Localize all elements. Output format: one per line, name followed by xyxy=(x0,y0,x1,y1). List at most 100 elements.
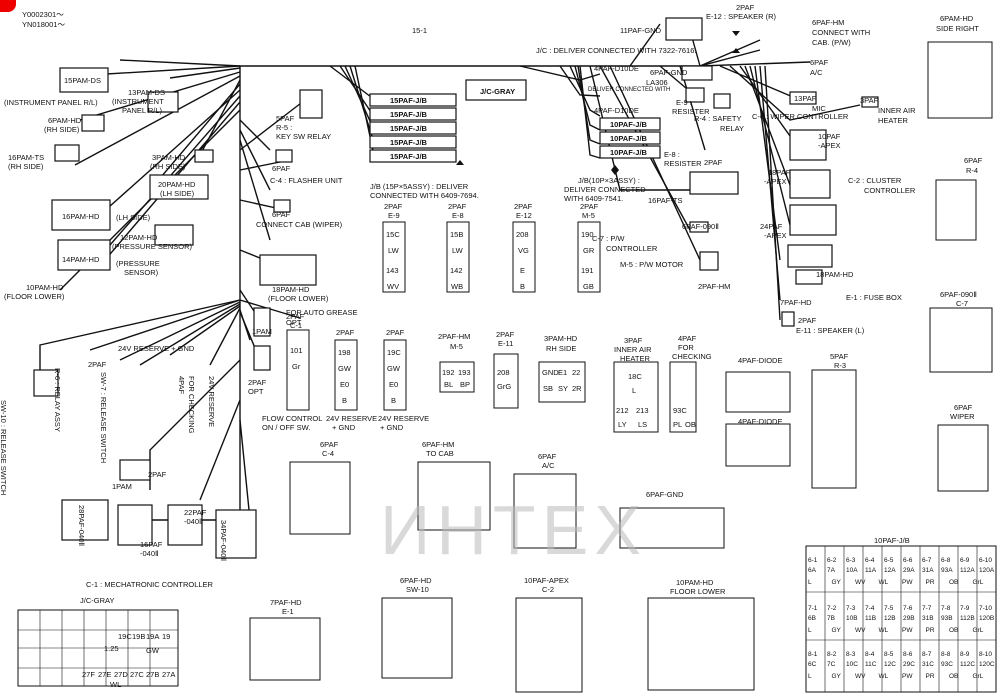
rh-pin-b: E1 xyxy=(558,368,568,377)
label-2paf-hm-m5: 2PAF-HM xyxy=(438,332,471,341)
label-5paf: 5PAF xyxy=(276,114,295,123)
label-e12-speaker: E-12 : SPEAKER (R) xyxy=(706,12,777,21)
jb10-pin-cell: 7-7 xyxy=(922,605,932,612)
label-5paf-r3: 5PAF xyxy=(830,352,849,361)
label-e9-res: E-9 : xyxy=(676,98,692,107)
label-heater-2: HEATER xyxy=(620,354,650,363)
jb10-pin-cell: 7-1 xyxy=(808,605,818,612)
label-reserve-gnd-2: 24V RESERVE xyxy=(378,414,430,423)
label-on-off: ON / OFF SW. xyxy=(262,423,311,432)
label-m5-paf: 2PAF xyxy=(580,202,599,211)
jb10-pin-cell: 7-6 xyxy=(903,605,913,612)
jb10-pin-cell: L xyxy=(808,627,812,634)
r-pin-b: GW xyxy=(338,364,351,373)
label-e11-b: E-11 xyxy=(498,339,514,348)
label-10pam-hd-floor: 10PAM-HD xyxy=(676,578,714,587)
jb10-pin-cell: 10A xyxy=(846,567,858,574)
red-corner-marker xyxy=(0,0,16,12)
jb10-pin-cell: 12A xyxy=(884,567,896,574)
jb10-pin-cell: 6-7 xyxy=(922,557,932,564)
label-jc-gray-2: J/C-GRAY xyxy=(80,596,115,605)
m5-pin-a: 190 xyxy=(581,230,594,239)
jb10-pin-cell: 6-9 xyxy=(960,557,970,564)
label-2paf-e8: 2PAF xyxy=(704,158,723,167)
label-16pam-ts: 16PAM-TS xyxy=(8,153,45,162)
jc-125: 1.25 xyxy=(104,644,119,653)
label-7paf-hd-e1: 7PAF-HD xyxy=(270,598,302,607)
label-18pam-hd-2: 18PAM-HD xyxy=(816,270,854,279)
label-e1-fuse: E-1 : FUSE BOX xyxy=(846,293,902,302)
jb-1: 15PAF-J/B xyxy=(390,96,427,105)
jb10-pin-cell: 11A xyxy=(865,567,877,574)
jb10-pin-cell: 7C xyxy=(827,661,836,668)
e9-pin-b: LW xyxy=(388,246,399,255)
jb10-pin-cell: L xyxy=(808,579,812,586)
jb10-pin-cell: 31B xyxy=(922,615,934,622)
label-rh-side-3: (RH SIDE) xyxy=(150,162,186,171)
jb10-pin-cell: 7-4 xyxy=(865,605,875,612)
label-jb-10p: J/B(10P×3ASSY) : xyxy=(578,176,640,185)
label-relay: RELAY xyxy=(720,124,745,133)
label-16paf-b: -040Ⅱ xyxy=(140,549,159,558)
label-resister: RESISTER xyxy=(672,107,710,116)
jb10-pin-cell: 29A xyxy=(903,567,915,574)
jb10-pin-cell: 6-1 xyxy=(808,557,818,564)
jb10-pin-cell: 11C xyxy=(865,661,877,668)
jb10-pin-cell: 29B xyxy=(903,615,915,622)
label-pressure-2: (PRESSURE xyxy=(116,259,160,268)
jb10-pin-cell: 93C xyxy=(941,661,953,668)
label-lh-side: (LH SIDE) xyxy=(160,189,195,198)
label-r4: R-4 xyxy=(966,166,979,175)
jb10-pin-cell: 112C xyxy=(960,661,976,668)
jb10-pin-cell: 8-3 xyxy=(846,651,856,658)
e11-pin-b: GrG xyxy=(497,382,512,391)
jb10-pin-cell: WV xyxy=(855,579,866,586)
label-7paf-hd: 7PAF-HD xyxy=(780,298,812,307)
jb10-pin-cell: 7-10 xyxy=(979,605,993,612)
label-for-checking: FOR CHECKING xyxy=(187,376,196,434)
jb10-pin-cell: 120A xyxy=(979,567,995,574)
jb10-pin-cell: WL xyxy=(878,673,889,680)
jb10-pin-cell: WV xyxy=(855,627,866,634)
jb10-pin-cell: OB xyxy=(949,627,959,634)
label-18paf-apex: 18PAF xyxy=(768,168,791,177)
label-10pam-hd: 10PAM-HD xyxy=(26,283,64,292)
label-15pam-ds: 15PAM-DS xyxy=(64,76,101,85)
jc-pin-27f: 27F xyxy=(82,670,95,679)
label-18pam-hd: 18PAM-HD xyxy=(272,285,310,294)
label-2paf-hm: 2PAF-HM xyxy=(698,282,731,291)
label-e9: E-9 xyxy=(388,211,400,220)
label-16paf-ts: 16PAF-TS xyxy=(648,196,683,205)
label-1pam: 1PAM xyxy=(252,327,272,336)
e8-pin-c: 142 xyxy=(450,266,463,275)
jb10-pin-cell: 6-6 xyxy=(903,557,913,564)
label-for: FOR xyxy=(678,343,694,352)
label-13paf: 13PAF xyxy=(794,94,817,103)
hm-pin-c: BL xyxy=(444,380,454,389)
label-10paf-apex: 10PAF xyxy=(818,132,841,141)
jb10-pin-cell: 120B xyxy=(979,615,995,622)
e9-pin-a: 15C xyxy=(386,230,400,239)
jb10-pin-cell: 31A xyxy=(922,567,934,574)
label-3pam-hd-rh: 3PAM-HD xyxy=(544,334,578,343)
jb10-pin-cell: PR xyxy=(925,627,935,634)
e8-pin-a: 15B xyxy=(450,230,464,239)
jc-pin-27d: 27D xyxy=(114,670,128,679)
jb10-pin-cell: 6C xyxy=(808,661,817,668)
jb10-pin-cell: PR xyxy=(925,673,935,680)
jc-pin-19b: 19B xyxy=(132,632,146,641)
label-ac: A/C xyxy=(810,68,823,77)
label-to-cab: TO CAB xyxy=(426,449,454,458)
label-6paf-090-c7: 6PAF-090Ⅱ xyxy=(940,290,977,299)
e8-pin-d: WB xyxy=(451,282,464,291)
label-2paf-reserve: 2PAF xyxy=(336,328,355,337)
jb10-pin-cell: WV xyxy=(855,673,866,680)
label-1pam-b: 1PAM xyxy=(112,482,132,491)
label-paf2-c1b: C-1 xyxy=(290,321,303,330)
label-mic: MIC xyxy=(812,104,826,113)
label-e8: E-8 xyxy=(452,211,464,220)
jb10-pin-cell: 8-4 xyxy=(865,651,875,658)
label-4paf-diode: 4PAF-DIODE xyxy=(738,356,783,365)
jb10-2: 10PAF-J/B xyxy=(610,134,647,143)
jb10-pin-cell: 11B xyxy=(865,615,877,622)
